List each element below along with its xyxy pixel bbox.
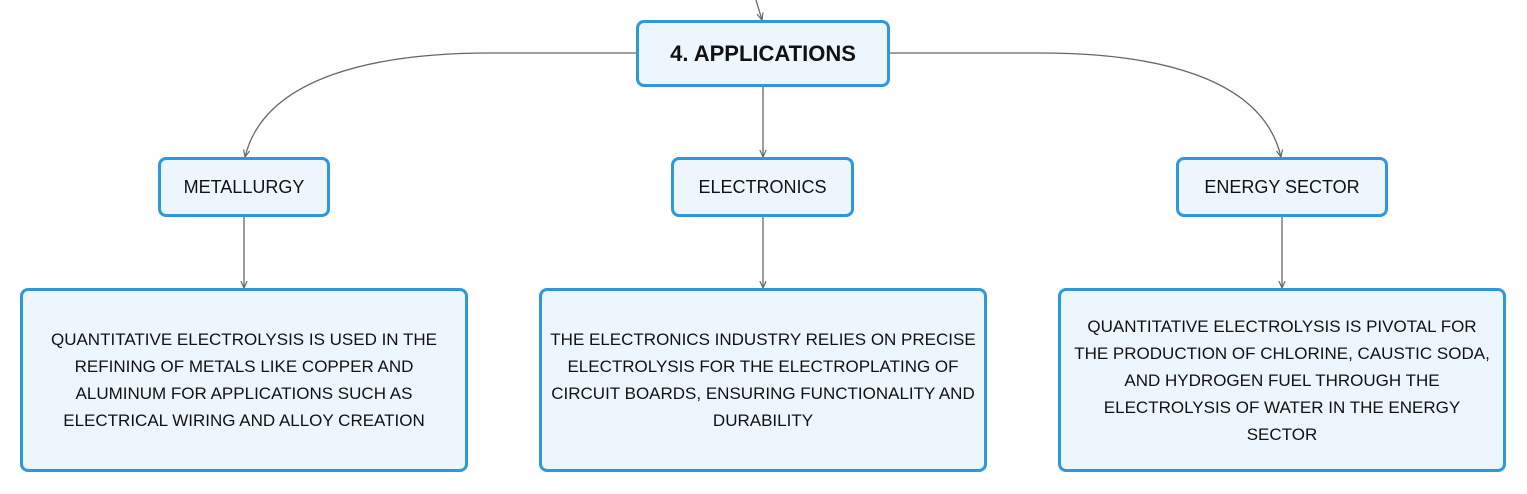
electronics-description-text: THE ELECTRONICS INDUSTRY RELIES ON PRECI…: [550, 330, 976, 430]
node-metallurgy-label: METALLURGY: [183, 176, 305, 197]
node-electronics-description[interactable]: THE ELECTRONICS INDUSTRY RELIES ON PRECI…: [539, 288, 987, 472]
root-node-applications[interactable]: 4. APPLICATIONS: [636, 20, 890, 87]
node-electronics[interactable]: ELECTRONICS: [671, 157, 854, 217]
root-node-label: 4. APPLICATIONS: [670, 40, 856, 66]
node-metallurgy[interactable]: METALLURGY: [158, 157, 330, 217]
node-energy-sector[interactable]: ENERGY SECTOR: [1176, 157, 1388, 217]
node-energy-sector-label: ENERGY SECTOR: [1204, 176, 1360, 197]
connector-root-energy: [890, 52, 1281, 157]
energy-sector-description-text: QUANTITATIVE ELECTROLYSIS IS PIVOTAL FOR…: [1074, 316, 1490, 444]
metallurgy-description-text: QUANTITATIVE ELECTROLYSIS IS USED IN THE…: [50, 330, 438, 430]
node-energy-sector-description[interactable]: QUANTITATIVE ELECTROLYSIS IS PIVOTAL FOR…: [1058, 288, 1506, 472]
node-metallurgy-description[interactable]: QUANTITATIVE ELECTROLYSIS IS USED IN THE…: [20, 288, 468, 472]
connector-root-metallurgy: [245, 52, 636, 157]
incoming-connector: [755, 0, 762, 20]
node-electronics-label: ELECTRONICS: [698, 176, 827, 197]
